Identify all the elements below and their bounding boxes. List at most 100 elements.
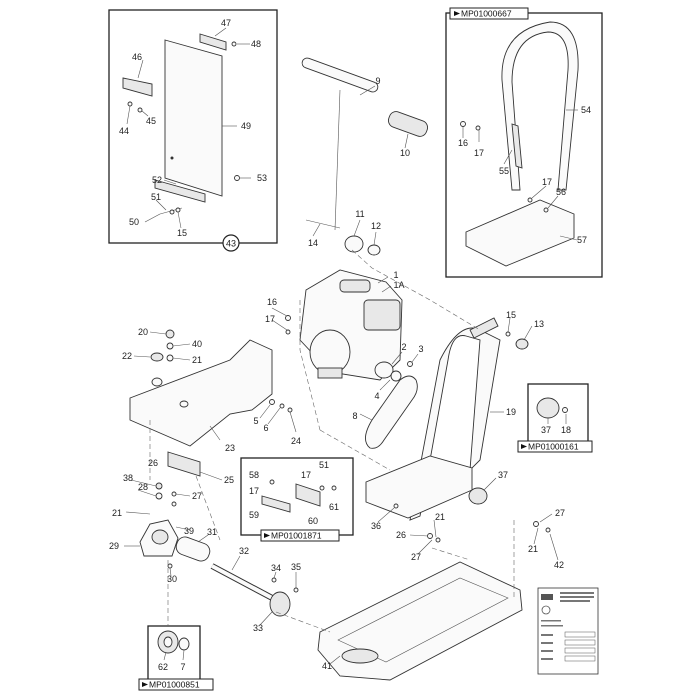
ref-tag-mp01001871 [260, 529, 340, 542]
base-plate-41 [317, 561, 523, 681]
knob-13 [515, 338, 529, 350]
label-17-box2: 17 [542, 177, 552, 187]
ref-tag-mp01000667 [449, 7, 529, 20]
ref-text-mp01000161: MP01000161 [528, 442, 579, 452]
cover-plate-assembly-box [108, 9, 278, 244]
label-2: 2 [401, 342, 406, 352]
label-12: 12 [371, 221, 381, 231]
label-1: 1 [393, 270, 398, 280]
eccentric-31 [175, 536, 211, 562]
label-10: 10 [400, 148, 410, 158]
label-37-main: 37 [498, 470, 508, 480]
label-21: 21 [192, 355, 202, 365]
label-59: 59 [249, 510, 259, 520]
handle-base-57 [465, 199, 575, 267]
label-36: 36 [371, 521, 381, 531]
callout-43-circle [222, 234, 240, 252]
label-58: 58 [249, 470, 259, 480]
handle-base-19 [365, 455, 473, 519]
label-6: 6 [263, 423, 268, 433]
clutch-2 [374, 361, 394, 379]
label-54: 54 [581, 105, 591, 115]
buffer-box [527, 383, 589, 447]
bracket-47 [199, 33, 227, 51]
label-45: 45 [146, 116, 156, 126]
label-32: 32 [239, 546, 249, 556]
label-27-far: 27 [555, 508, 565, 518]
pulley-33 [269, 591, 291, 617]
label-28: 28 [138, 482, 148, 492]
label-5: 5 [253, 416, 258, 426]
handle-bar-9 [301, 57, 379, 93]
bracket-46 [122, 77, 153, 97]
label-25: 25 [224, 475, 234, 485]
label-16: 16 [267, 297, 277, 307]
label-48: 48 [251, 39, 261, 49]
label-16-box: 16 [458, 138, 468, 148]
label-52: 52 [152, 175, 162, 185]
ref-text-mp01000851: MP01000851 [149, 680, 200, 690]
label-29: 29 [109, 541, 119, 551]
label-35: 35 [291, 562, 301, 572]
label-46: 46 [132, 52, 142, 62]
callout-43-label: 43 [226, 239, 236, 249]
label-7: 7 [180, 662, 185, 672]
label-21-right: 21 [435, 512, 445, 522]
label-51: 51 [319, 460, 329, 470]
belt-guard-23 [129, 339, 273, 447]
label-53: 53 [257, 173, 267, 183]
label-61: 61 [329, 502, 339, 512]
label-56: 56 [556, 187, 566, 197]
label-51-top: 51 [151, 192, 161, 202]
label-21-left: 21 [112, 508, 122, 518]
label-17-kit2: 17 [301, 470, 311, 480]
bushing-12 [367, 244, 381, 256]
label-4: 4 [374, 391, 379, 401]
label-33: 33 [253, 623, 263, 633]
label-23: 23 [225, 443, 235, 453]
label-39: 39 [184, 526, 194, 536]
label-8: 8 [352, 411, 357, 421]
label-50: 50 [129, 217, 139, 227]
bracket-52 [154, 179, 206, 203]
label-17: 17 [265, 314, 275, 324]
label-15-box43: 15 [177, 228, 187, 238]
label-1a: 1A [393, 280, 404, 290]
label-30: 30 [167, 574, 177, 584]
label-17-kit: 17 [249, 486, 259, 496]
ref-text-mp01000667: MP01000667 [461, 9, 512, 19]
label-42: 42 [554, 560, 564, 570]
label-41: 41 [322, 661, 332, 671]
label-9: 9 [375, 76, 380, 86]
label-62: 62 [158, 662, 168, 672]
label-49: 49 [241, 121, 251, 131]
label-3: 3 [418, 344, 423, 354]
pivot-11 [344, 235, 364, 253]
label-31: 31 [207, 527, 217, 537]
label-26: 26 [148, 458, 158, 468]
label-55: 55 [499, 166, 509, 176]
label-17-box: 17 [474, 148, 484, 158]
label-60: 60 [308, 516, 318, 526]
label-14: 14 [308, 238, 318, 248]
label-13: 13 [534, 319, 544, 329]
label-24: 24 [291, 436, 301, 446]
label-57: 57 [577, 235, 587, 245]
label-37-box: 37 [541, 425, 551, 435]
label-40: 40 [192, 339, 202, 349]
label-26-right: 26 [396, 530, 406, 540]
label-27-right: 27 [411, 552, 421, 562]
label-18: 18 [561, 425, 571, 435]
ref-tag-mp01000851 [138, 678, 214, 691]
label-38: 38 [123, 473, 133, 483]
label-44: 44 [119, 126, 129, 136]
label-21-far: 21 [528, 544, 538, 554]
label-27: 27 [192, 491, 202, 501]
handle-frame-54 [501, 21, 579, 191]
label-47: 47 [221, 18, 231, 28]
label-11: 11 [355, 209, 364, 219]
cover-plate-49 [164, 39, 223, 197]
label-20: 20 [138, 327, 148, 337]
label-22: 22 [122, 351, 132, 361]
